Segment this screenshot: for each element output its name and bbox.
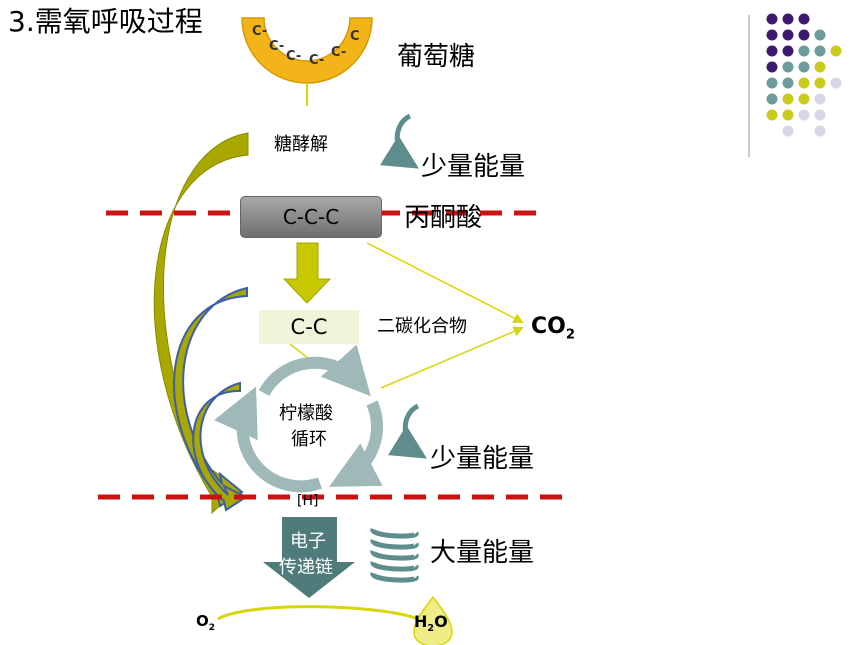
pyruvate-formula-box: C-C-C xyxy=(240,196,382,238)
glucose-ring xyxy=(241,17,373,84)
cycle-arrow-right xyxy=(329,400,384,487)
citric-cycle-label-line1: 柠檬酸 xyxy=(279,403,333,424)
glucose-carbon-3: C- xyxy=(286,49,302,64)
spring-energy-icon xyxy=(370,526,419,583)
h2o-subscript: 2 xyxy=(427,623,435,635)
citric-cycle-label-line2: 循环 xyxy=(291,429,327,450)
two-carbon-label: 二碳化合物 xyxy=(377,316,467,337)
decorative-dots xyxy=(766,13,842,137)
glucose-carbon-1: C- xyxy=(252,24,268,39)
cycle-arrow-left xyxy=(214,386,322,493)
glucose-carbon-4: C- xyxy=(309,53,325,68)
large-energy-label: 大量能量 xyxy=(430,538,535,568)
two-carbon-formula-box: C-C xyxy=(259,310,359,344)
co2-label: CO2 xyxy=(531,316,575,342)
etc-label-line1: 电子 xyxy=(290,531,326,552)
twocarbon-h-arrow xyxy=(173,286,248,508)
o2-to-h2o-curve xyxy=(217,605,419,621)
o2-label: O2 xyxy=(196,614,215,633)
glycolysis-label: 糖酵解 xyxy=(274,134,328,155)
slide-title: 3.需氧呼吸过程 xyxy=(8,5,203,38)
energy-arrow-1 xyxy=(379,113,419,169)
etc-block-arrow xyxy=(263,517,355,598)
etc-label-line2: 传递链 xyxy=(279,557,333,578)
co2-subscript: 2 xyxy=(565,327,576,343)
h2o-label: H2O xyxy=(414,614,448,634)
water-drop-icon xyxy=(413,595,453,645)
small-energy-label-1: 少量能量 xyxy=(421,152,526,182)
cycle-arrow-top xyxy=(258,344,371,397)
glucose-carbon-6: C xyxy=(350,29,360,44)
hydrogen-label: [H] xyxy=(297,493,319,509)
pyruvate-co2-arrow xyxy=(366,242,524,323)
o2-subscript: 2 xyxy=(208,623,216,633)
h2o-post: O xyxy=(434,612,448,631)
glucose-carbon-2: C- xyxy=(269,39,285,54)
co2-main: CO xyxy=(531,314,566,339)
cycle-h-arrow xyxy=(192,381,249,512)
h2o-pre: H xyxy=(414,612,428,631)
o2-main: O xyxy=(196,612,209,630)
cycle-co2-arrow xyxy=(380,326,524,389)
glucose-carbon-5: C- xyxy=(331,45,347,60)
pyruvate-down-arrow xyxy=(282,242,332,304)
pyruvate-label: 丙酮酸 xyxy=(404,203,483,233)
glucose-label: 葡萄糖 xyxy=(397,42,476,72)
small-energy-label-2: 少量能量 xyxy=(430,444,535,474)
energy-arrow-2 xyxy=(387,403,427,459)
